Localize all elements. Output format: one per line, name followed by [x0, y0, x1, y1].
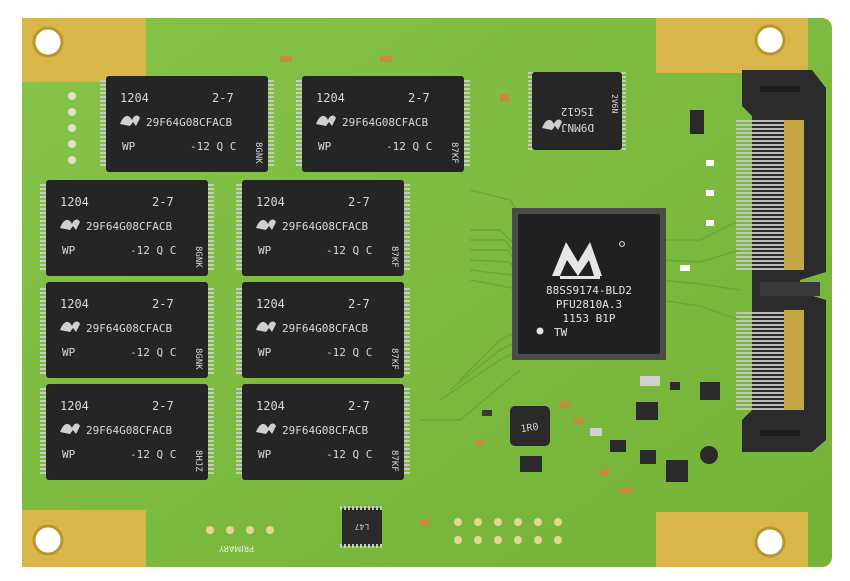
passive-components — [280, 56, 720, 526]
nand-chip: 1204 2-7 29F64G08CFACB WP -12 Q C 87KF — [236, 384, 410, 480]
nand-lot-code: 8HJZ — [193, 450, 203, 472]
nand-date-code: 1204 — [256, 195, 285, 209]
nand-wp: WP — [258, 244, 272, 257]
nand-chip: 1204 2-7 29F64G08CFACB WP -12 Q C 8GNK — [100, 76, 274, 172]
dram-line2: ISG12 — [561, 105, 594, 118]
nand-speed: -12 Q C — [130, 244, 176, 257]
dram-line3: 2V6N — [610, 94, 619, 113]
nand-wp: WP — [318, 140, 332, 153]
nand-part-number: 29F64G08CFACB — [342, 116, 428, 129]
nand-speed: -12 Q C — [130, 346, 176, 359]
nand-revision: 2-7 — [348, 297, 370, 311]
inductor: 1R0 — [510, 406, 550, 446]
nand-revision: 2-7 — [212, 91, 234, 105]
nand-revision: 2-7 — [408, 91, 430, 105]
nand-date-code: 1204 — [256, 297, 285, 311]
nand-chip: 1204 2-7 29F64G08CFACB WP -12 Q C 87KF — [236, 282, 410, 378]
small-ic-label: L47 — [355, 522, 370, 531]
nand-date-code: 1204 — [316, 91, 345, 105]
nand-part-number: 29F64G08CFACB — [86, 220, 172, 233]
nand-date-code: 1204 — [120, 91, 149, 105]
nand-part-number: 29F64G08CFACB — [282, 322, 368, 335]
nand-wp: WP — [62, 448, 76, 461]
nand-lot-code: 87KF — [449, 142, 459, 164]
nand-flash-chips: 1204 2-7 29F64G08CFACB WP -12 Q C 8GNK 1204 2-7… — [40, 76, 470, 480]
controller-line3: 1153 B1P — [563, 312, 616, 325]
nand-part-number: 29F64G08CFACB — [86, 322, 172, 335]
nand-revision: 2-7 — [348, 399, 370, 413]
nand-chip: 1204 2-7 29F64G08CFACB WP -12 Q C 8GNK — [40, 282, 214, 378]
nand-chip: 1204 2-7 29F64G08CFACB WP -12 Q C 87KF — [236, 180, 410, 276]
controller-line1: 88SS9174-BLD2 — [546, 284, 632, 297]
nand-chip: 1204 2-7 29F64G08CFACB WP -12 Q C 87KF — [296, 76, 470, 172]
nand-lot-code: 8GNK — [193, 348, 203, 370]
marvell-controller: 88SS9174-BLD2 PFU2810A.3 1153 B1P TW — [512, 208, 666, 360]
nand-lot-code: 87KF — [389, 348, 399, 370]
nand-lot-code: 8GNK — [253, 142, 263, 164]
controller-line4: TW — [554, 326, 568, 339]
nand-chip: 1204 2-7 29F64G08CFACB WP -12 Q C 8HJZ — [40, 384, 214, 480]
nand-revision: 2-7 — [152, 297, 174, 311]
test-pads-left — [68, 92, 76, 164]
nand-part-number: 29F64G08CFACB — [86, 424, 172, 437]
nand-wp: WP — [62, 346, 76, 359]
nand-wp: WP — [62, 244, 76, 257]
dram-chip: D9MNJ ISG12 2V6N — [528, 70, 626, 152]
nand-date-code: 1204 — [60, 297, 89, 311]
nand-wp: WP — [258, 346, 272, 359]
nand-part-number: 29F64G08CFACB — [282, 424, 368, 437]
nand-revision: 2-7 — [348, 195, 370, 209]
nand-wp: WP — [258, 448, 272, 461]
controller-line2: PFU2810A.3 — [556, 298, 622, 311]
nand-chip: 1204 2-7 29F64G08CFACB WP -12 Q C 8GNK — [40, 180, 214, 276]
marvell-logo — [552, 241, 625, 279]
sata-connector — [736, 70, 826, 452]
nand-speed: -12 Q C — [326, 346, 372, 359]
nand-date-code: 1204 — [60, 399, 89, 413]
dram-line1: D9MNJ — [561, 121, 594, 134]
nand-date-code: 1204 — [256, 399, 285, 413]
nand-speed: -12 Q C — [326, 244, 372, 257]
nand-revision: 2-7 — [152, 399, 174, 413]
nand-part-number: 29F64G08CFACB — [146, 116, 232, 129]
primary-silkscreen: PRIMARY — [219, 544, 254, 553]
nand-speed: -12 Q C — [190, 140, 236, 153]
nand-speed: -12 Q C — [386, 140, 432, 153]
nand-date-code: 1204 — [60, 195, 89, 209]
nand-lot-code: 87KF — [389, 450, 399, 472]
nand-revision: 2-7 — [152, 195, 174, 209]
test-pads-bottom — [206, 518, 562, 544]
mounting-pads — [22, 18, 808, 567]
small-ic: L47 — [340, 506, 384, 548]
nand-part-number: 29F64G08CFACB — [282, 220, 368, 233]
nand-wp: WP — [122, 140, 136, 153]
inductor-label: 1R0 — [520, 422, 539, 435]
nand-lot-code: 8GNK — [193, 246, 203, 268]
nand-speed: -12 Q C — [326, 448, 372, 461]
nand-lot-code: 87KF — [389, 246, 399, 268]
nand-speed: -12 Q C — [130, 448, 176, 461]
